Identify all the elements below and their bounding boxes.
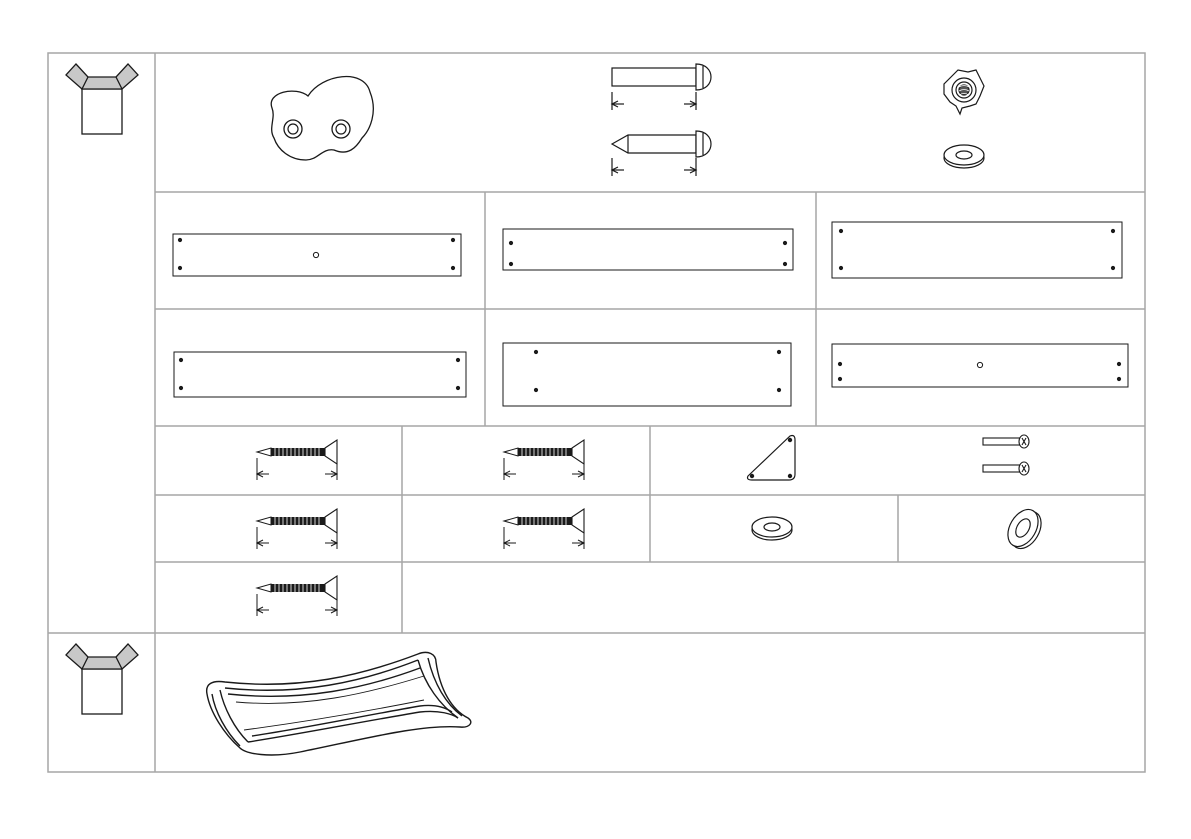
long-board-with-center-hole-icon (832, 344, 1128, 387)
triangle-gusset-icon (748, 436, 796, 481)
short-bolt-icon (983, 435, 1029, 475)
wood-screw-icon (257, 440, 337, 480)
wood-screw-icon (257, 509, 337, 549)
long-board-icon (503, 229, 793, 270)
flat-washer-icon (752, 517, 792, 540)
round-head-bolt-icon (612, 64, 711, 176)
wave-slide-icon (207, 652, 471, 755)
lock-washer-icon (1002, 504, 1048, 554)
wood-screw-icon (504, 509, 584, 549)
t-nut-icon (944, 70, 984, 114)
slide-box-icon (66, 644, 138, 714)
wide-board-icon (832, 222, 1122, 278)
wide-board-icon (503, 343, 791, 406)
climbing-hold-icon (271, 77, 373, 160)
long-board-with-center-hole-icon (173, 234, 461, 276)
wood-screw-icon (504, 440, 584, 480)
flat-washer-icon (944, 145, 984, 168)
long-board-icon (174, 352, 466, 397)
wood-screw-icon (257, 576, 337, 616)
hardware-box-icon (66, 64, 138, 134)
